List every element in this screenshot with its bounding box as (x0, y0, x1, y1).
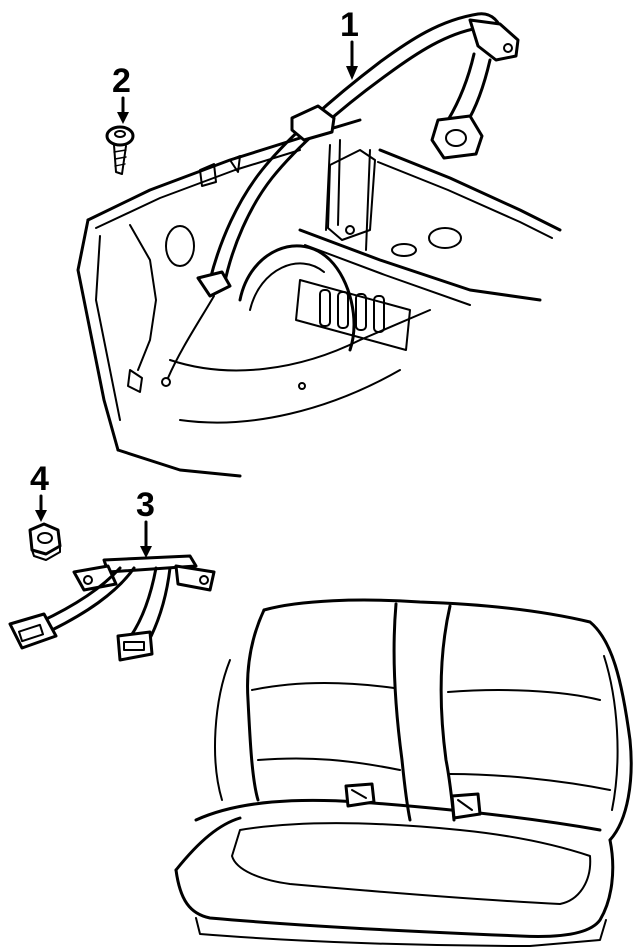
seat-belt-retractor-assembly (161, 12, 520, 387)
rear-seat-assembly (174, 598, 633, 947)
callout-4-arrowhead (35, 510, 47, 522)
nut-icon (28, 522, 62, 561)
seat-belt-buckle-assembly (8, 554, 216, 662)
callout-1-arrowhead (346, 66, 358, 80)
callout-2-label: 2 (112, 62, 131, 100)
callout-2-arrowhead (117, 112, 129, 124)
screw-icon (105, 125, 135, 175)
callout-1-label: 1 (340, 6, 359, 44)
callout-3-arrowhead (140, 546, 152, 558)
callout-3[interactable]: 3 (136, 486, 155, 558)
callout-3-label: 3 (136, 486, 155, 524)
callout-2[interactable]: 2 (112, 62, 131, 124)
callout-4[interactable]: 4 (30, 460, 49, 522)
vehicle-body-outline (76, 118, 562, 478)
callout-4-label: 4 (30, 460, 49, 498)
callout-1[interactable]: 1 (340, 6, 359, 80)
